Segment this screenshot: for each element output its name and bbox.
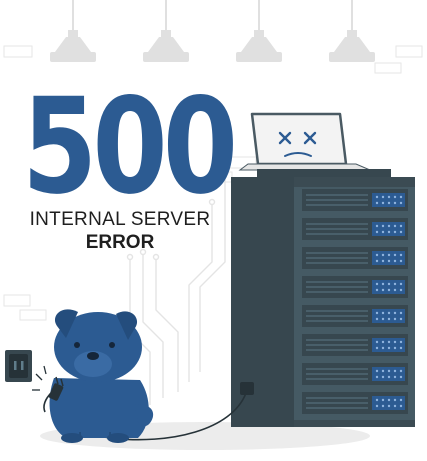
server-plug [240, 382, 254, 395]
unplugged-plug-icon [32, 365, 64, 401]
ceiling-lamp-icon [329, 0, 375, 62]
server-unit [302, 189, 408, 211]
server-unit [302, 247, 408, 269]
error-code: 500 [22, 70, 238, 224]
server-rack-icon [231, 169, 415, 427]
server-unit [302, 334, 408, 356]
error-title-line2: ERROR [85, 232, 155, 253]
ceiling-lamp-icon [143, 0, 189, 62]
ceiling-lamp-icon [50, 0, 96, 62]
server-unit [302, 363, 408, 385]
dead-laptop-icon [238, 112, 371, 171]
power-outlet-icon [5, 350, 32, 382]
ceiling-lamp-icon [236, 0, 282, 62]
server-unit [302, 276, 408, 298]
server-unit [302, 305, 408, 327]
error-title-line1: INTERNAL SERVER [29, 209, 211, 230]
server-unit [302, 392, 408, 414]
server-unit [302, 218, 408, 240]
dog-icon [49, 309, 154, 443]
